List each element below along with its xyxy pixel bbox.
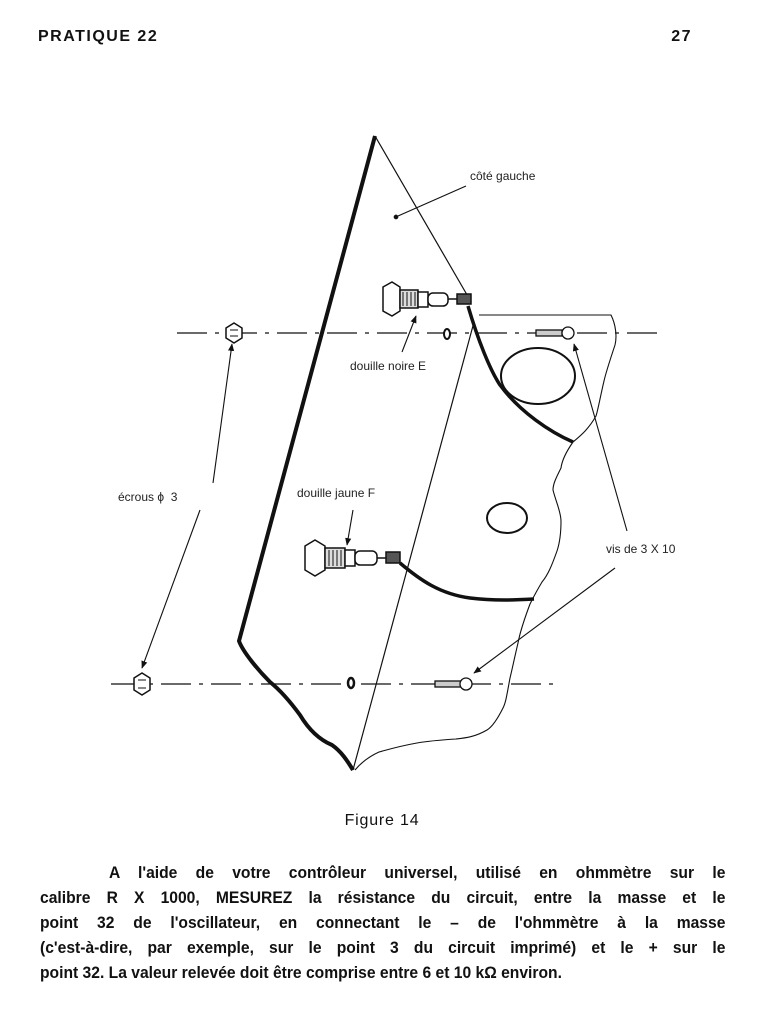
paragraph-line: calibre R X 1000, MESUREZ la résistance … <box>40 888 726 907</box>
nut-top <box>225 322 243 344</box>
side-panel-thin-edge <box>352 135 475 771</box>
socket-black-e <box>382 281 472 317</box>
label-ecrous: écrous ϕ 3 <box>118 490 178 504</box>
body-paragraph: A l'aide de votre contrôleur universel, … <box>40 860 725 985</box>
label-douille-jaune: douille jaune F <box>297 486 375 500</box>
dash-dot-lines <box>111 332 658 685</box>
paragraph-line: A l'aide de votre contrôleur universel, … <box>109 863 726 882</box>
label-vis: vis de 3 X 10 <box>606 542 676 556</box>
paragraph-line: point 32 de l'oscillateur, en connectant… <box>40 913 726 932</box>
running-header: PRATIQUE 22 <box>38 28 159 45</box>
paragraph-line: (c'est-à-dire, par exemple, sur le point… <box>40 938 726 957</box>
panel-hole-top <box>443 328 451 340</box>
wire-yellow <box>398 561 535 602</box>
nut-bottom <box>133 672 151 696</box>
screw-bottom <box>434 677 473 691</box>
socket-yellow-f <box>304 539 401 577</box>
circuit-board-outline <box>354 314 617 771</box>
figure-caption: Figure 14 <box>344 812 420 829</box>
paragraph-line: point 32. La valeur relevée doit être co… <box>40 963 562 982</box>
board-hole-large <box>500 347 576 405</box>
label-cote-gauche: côté gauche <box>470 169 536 183</box>
label-douille-noire: douille noire E <box>350 359 426 373</box>
screw-top <box>535 326 575 340</box>
panel-hole-bottom <box>346 676 356 690</box>
page-number: 27 <box>671 28 692 45</box>
wire-black <box>466 305 574 444</box>
leader-lines <box>141 185 628 674</box>
left-side-panel-edge <box>237 135 377 772</box>
board-hole-middle <box>486 502 528 534</box>
